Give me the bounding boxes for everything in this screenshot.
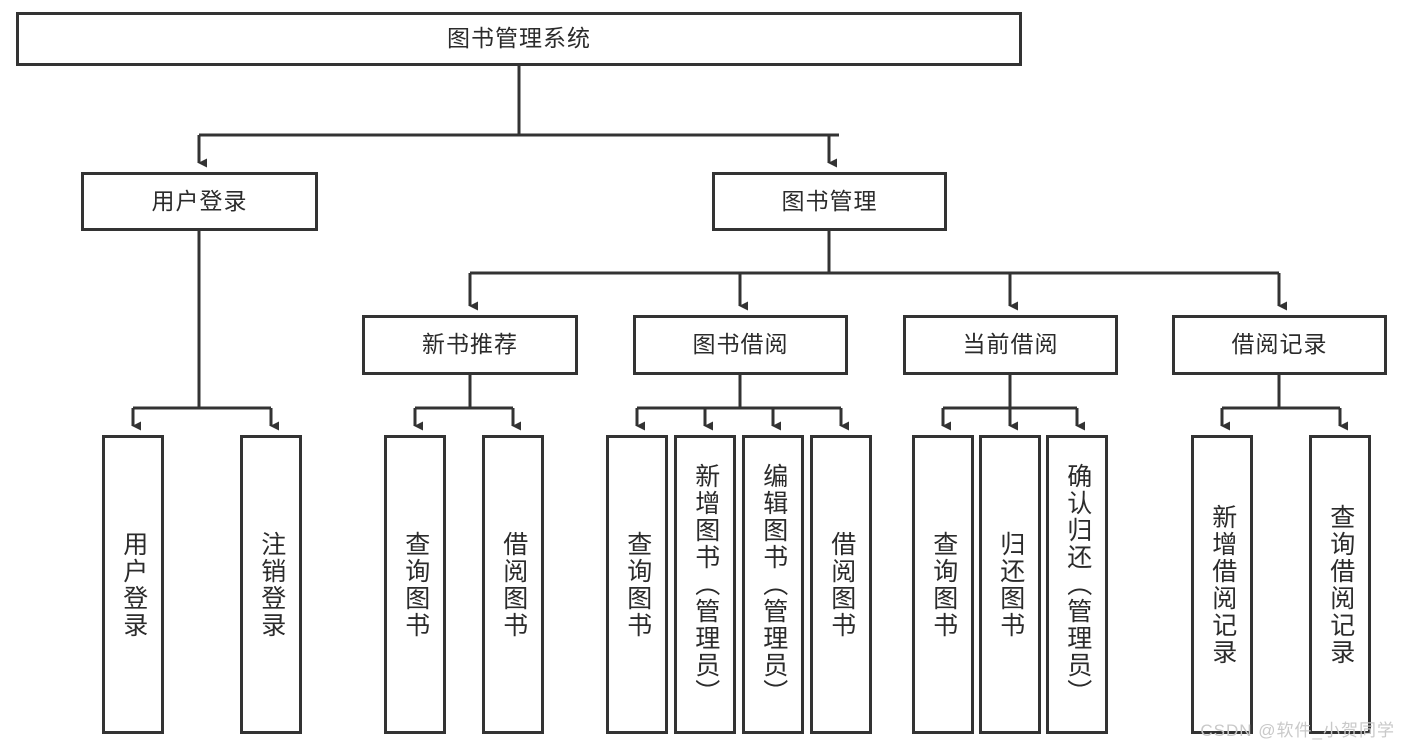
node-label: 当前借阅 [962, 331, 1059, 358]
leaf-label: 注销登录 [257, 530, 286, 639]
node-label: 图书管理系统 [447, 25, 591, 52]
leaf-borrow-edit-book[interactable]: 编辑图书（管理员） [742, 435, 804, 734]
leaf-current-return-book[interactable]: 归还图书 [979, 435, 1041, 734]
leaf-borrow-query-book[interactable]: 查询图书 [606, 435, 668, 734]
leaf-label: 查询借阅记录 [1326, 503, 1355, 666]
leaf-label: 归还图书 [996, 530, 1025, 639]
leaf-label: 编辑图书（管理员） [759, 463, 788, 706]
leaf-recommend-query-book[interactable]: 查询图书 [384, 435, 446, 734]
leaf-current-confirm-return[interactable]: 确认归还（管理员） [1046, 435, 1108, 734]
node-label: 图书管理 [781, 187, 878, 214]
leaf-label: 查询图书 [623, 530, 652, 639]
node-root-system[interactable]: 图书管理系统 [16, 12, 1022, 66]
leaf-record-query-record[interactable]: 查询借阅记录 [1309, 435, 1371, 734]
leaf-label: 确认归还（管理员） [1063, 463, 1092, 706]
leaf-label: 借阅图书 [499, 530, 528, 639]
leaf-label: 查询图书 [929, 530, 958, 639]
leaf-current-query-book[interactable]: 查询图书 [912, 435, 974, 734]
leaf-label: 新增借阅记录 [1208, 503, 1237, 666]
node-label: 图书借阅 [692, 331, 789, 358]
leaf-borrow-borrow-book[interactable]: 借阅图书 [810, 435, 872, 734]
node-user-login[interactable]: 用户登录 [81, 172, 318, 231]
watermark-text: CSDN @软件_小贺同学 [1200, 721, 1395, 740]
leaf-user-login-login[interactable]: 用户登录 [102, 435, 164, 734]
leaf-recommend-borrow-book[interactable]: 借阅图书 [482, 435, 544, 734]
node-new-book-recommend[interactable]: 新书推荐 [362, 315, 578, 375]
leaf-borrow-add-book[interactable]: 新增图书（管理员） [674, 435, 736, 734]
leaf-user-login-logout[interactable]: 注销登录 [240, 435, 302, 734]
node-label: 新书推荐 [422, 331, 518, 358]
leaf-label: 查询图书 [401, 530, 430, 639]
node-label: 借阅记录 [1231, 331, 1328, 358]
leaf-label: 新增图书（管理员） [691, 463, 720, 706]
node-book-borrow[interactable]: 图书借阅 [633, 315, 848, 375]
node-current-borrow[interactable]: 当前借阅 [903, 315, 1118, 375]
node-label: 用户登录 [151, 187, 248, 214]
leaf-record-add-record[interactable]: 新增借阅记录 [1191, 435, 1253, 734]
leaf-label: 用户登录 [119, 530, 148, 639]
node-borrow-record[interactable]: 借阅记录 [1172, 315, 1387, 375]
leaf-label: 借阅图书 [827, 530, 856, 639]
node-book-management[interactable]: 图书管理 [712, 172, 947, 231]
